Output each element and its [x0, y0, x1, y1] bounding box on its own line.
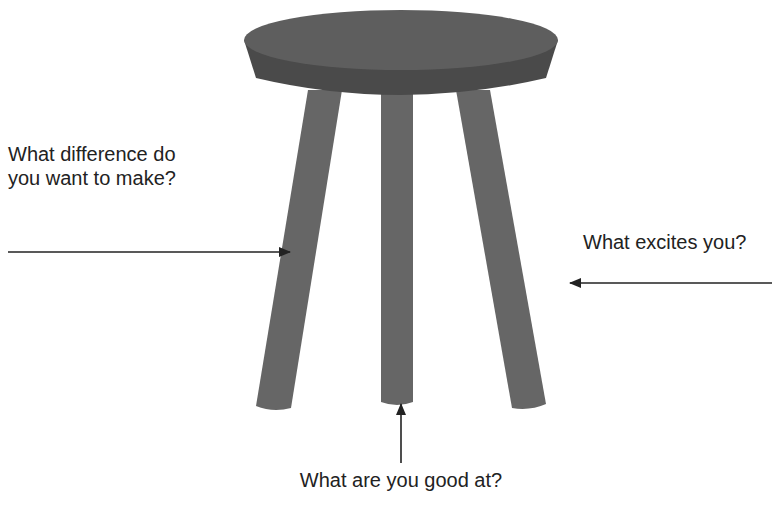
stool-leg: [456, 90, 546, 409]
stool-seat-top: [244, 10, 558, 70]
leader-arrow: [570, 282, 772, 284]
leader-arrow: [8, 251, 290, 253]
callout-label: What are you good at?: [300, 468, 502, 492]
callout-label: What excites you?: [583, 230, 746, 254]
callout-label: What difference do you want to make?: [8, 142, 196, 190]
stool-leg: [256, 90, 342, 410]
stool-leg: [381, 90, 413, 405]
leader-arrow: [400, 404, 402, 463]
